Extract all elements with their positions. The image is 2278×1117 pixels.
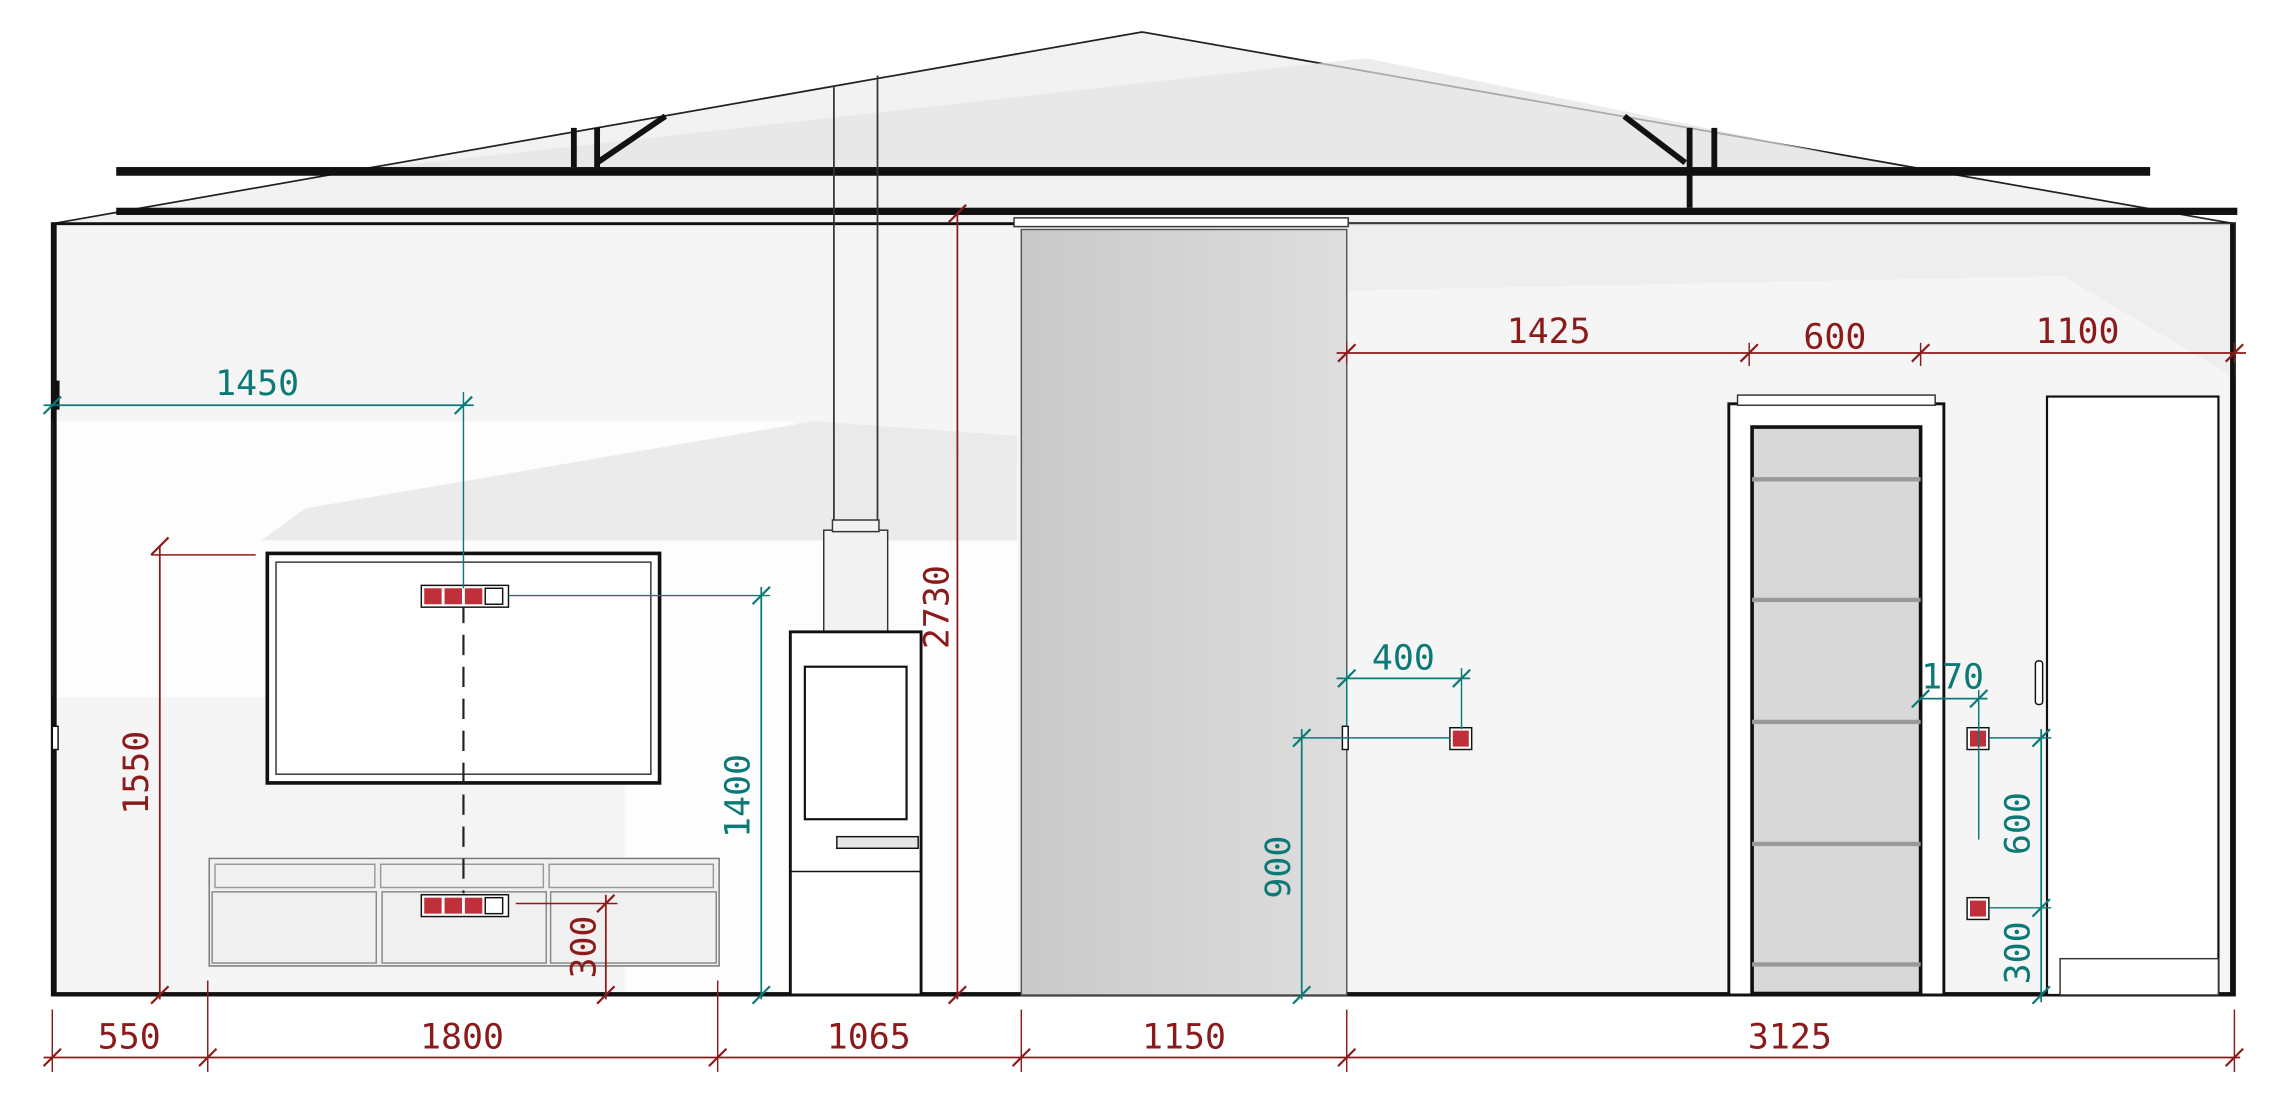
dim-ceiling-height: 2730: [918, 565, 958, 649]
dim-top-right-1: 1425: [1507, 312, 1591, 352]
roof-gable: [52, 31, 2238, 225]
dim-bottom-3: 1065: [827, 1018, 911, 1058]
chimney-pipe: [823, 75, 889, 633]
dim-switch-height: 900: [1259, 836, 1299, 899]
dim-top-right-2: 600: [1803, 318, 1866, 358]
wall-mark-upper: [52, 380, 60, 410]
dims-red: 550 1800 1065 1150 3125 2730 1425 600 11…: [42, 204, 2247, 1072]
switch-center: [1449, 726, 1473, 751]
bookcase: [1727, 394, 1946, 997]
dim-right-offset: 170: [1921, 658, 1984, 698]
dim-bottom-1: 550: [98, 1018, 161, 1058]
dim-tv-socket-low: 300: [565, 916, 605, 979]
dim-right-spacing: 600: [1999, 792, 2039, 855]
socket-block-upper: [420, 584, 510, 608]
dims-teal: 1450 1400 400 900 170 600 300: [42, 364, 2052, 1005]
dim-bottom-5: 3125: [1748, 1018, 1832, 1058]
dim-bottom-4: 1150: [1142, 1018, 1226, 1058]
dim-tv-offset: 1450: [215, 364, 299, 404]
sliding-door: [1013, 217, 1349, 996]
dim-bottom-2: 1800: [420, 1018, 504, 1058]
wood-stove: [788, 630, 923, 997]
socket-right-lower: [1966, 896, 1990, 921]
socket-block-lower: [420, 894, 510, 918]
dim-socket-height: 1400: [719, 754, 759, 838]
dim-right-low: 300: [1999, 921, 2039, 984]
dim-top-right-3: 1100: [2036, 312, 2120, 352]
wardrobe: [2034, 395, 2220, 997]
wall-mark-lower: [51, 725, 59, 751]
dim-tv-height: 1550: [117, 731, 157, 815]
dim-switch-offset: 400: [1372, 639, 1435, 679]
